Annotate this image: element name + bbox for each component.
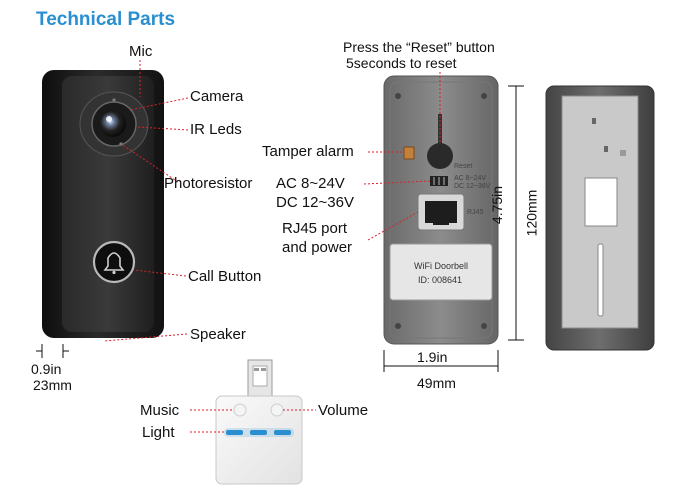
doorbell-back: [383, 75, 499, 345]
chime-unit: [215, 359, 303, 485]
back-leader-lines: [363, 72, 441, 241]
plate-name: WiFi Doorbell: [414, 261, 469, 271]
back-dimensions: [383, 85, 524, 372]
rj45-port-icon: [425, 201, 457, 223]
front-leader-lines: [103, 60, 189, 342]
label-width-in: 1.9in: [417, 349, 448, 365]
silk-rj45: RJ45: [467, 209, 484, 216]
silk-ac: AC 8~24V: [454, 175, 487, 182]
volume-button-icon: [270, 403, 284, 417]
label-photoresistor: Photoresistor: [164, 175, 253, 192]
label-tamper-alarm: Tamper alarm: [262, 143, 354, 160]
label-mic: Mic: [129, 43, 153, 60]
label-width-mm: 49mm: [417, 375, 456, 391]
camera-lens-icon: [100, 111, 126, 137]
label-reset-line1: Press the “Reset” button: [343, 39, 495, 55]
light-bar-icon: [224, 428, 294, 437]
label-rj45-line2: and power: [282, 239, 353, 256]
label-depth-in: 0.9in: [31, 361, 62, 377]
call-button-icon: [92, 240, 136, 284]
label-rj45-line1: RJ45 port: [282, 220, 348, 237]
tamper-switch-icon: [403, 146, 415, 160]
silk-dc: DC 12~36V: [454, 183, 491, 190]
label-light: Light: [142, 424, 175, 441]
plate-id: ID: 008641: [418, 275, 463, 285]
doorbell-front: [42, 70, 164, 338]
label-reset-line2: 5seconds to reset: [346, 55, 457, 71]
label-power-ac: AC 8~24V: [276, 175, 345, 192]
label-power-dc: DC 12~36V: [276, 194, 354, 211]
label-ir-leds: IR Leds: [190, 121, 242, 138]
label-height-mm: 120mm: [523, 189, 540, 237]
label-depth-mm: 23mm: [33, 377, 72, 393]
label-camera: Camera: [190, 88, 244, 105]
label-height-in: 4.75in: [489, 185, 506, 225]
depth-dimension: [36, 344, 69, 358]
music-button-icon: [233, 403, 247, 417]
label-music: Music: [140, 402, 180, 419]
silk-reset: Reset: [454, 163, 473, 170]
bell-icon: [103, 252, 125, 271]
label-volume: Volume: [318, 402, 369, 419]
label-speaker: Speaker: [190, 326, 246, 343]
chime-leader-lines: [190, 409, 316, 433]
mounting-bracket: [545, 85, 655, 351]
page-title: Technical Parts: [36, 9, 176, 30]
label-call-button: Call Button: [188, 268, 262, 285]
reset-hole-icon: [427, 143, 453, 169]
